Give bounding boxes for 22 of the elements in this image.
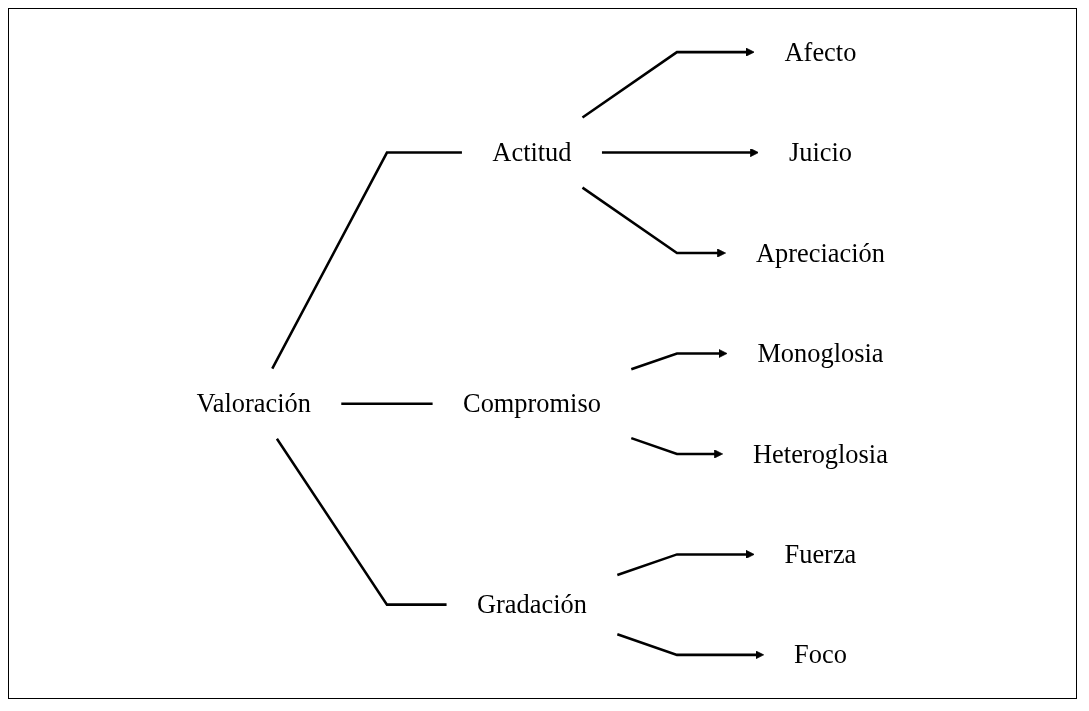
node-text: Gradación [477,589,588,620]
node-text: Monoglosia [757,338,884,369]
node-text: Foco [794,640,848,670]
arrow [631,436,724,459]
node-text: Heteroglosia [753,439,889,469]
arrow [631,349,728,371]
arrow [617,549,755,577]
node-text: Juicio [789,137,853,168]
node-text: Afecto [784,37,857,67]
connector [271,151,463,370]
arrow [582,186,727,258]
arrow [602,148,760,158]
arrow [582,47,755,119]
node-text: Fuerza [784,539,857,570]
connector [276,438,447,606]
node-text: Compromiso [463,389,602,419]
node-text: Actitud [492,137,572,168]
diagram-frame: Valoración Actitud Compromiso Gradación Afecto Juicio Apreciación Monoglosia Heteroglosia Fuerza Foco [8,8,1077,699]
connector [341,402,433,405]
arrow [617,633,765,660]
node-text: Valoración [196,389,312,419]
node-text: Apreciación [756,238,886,268]
